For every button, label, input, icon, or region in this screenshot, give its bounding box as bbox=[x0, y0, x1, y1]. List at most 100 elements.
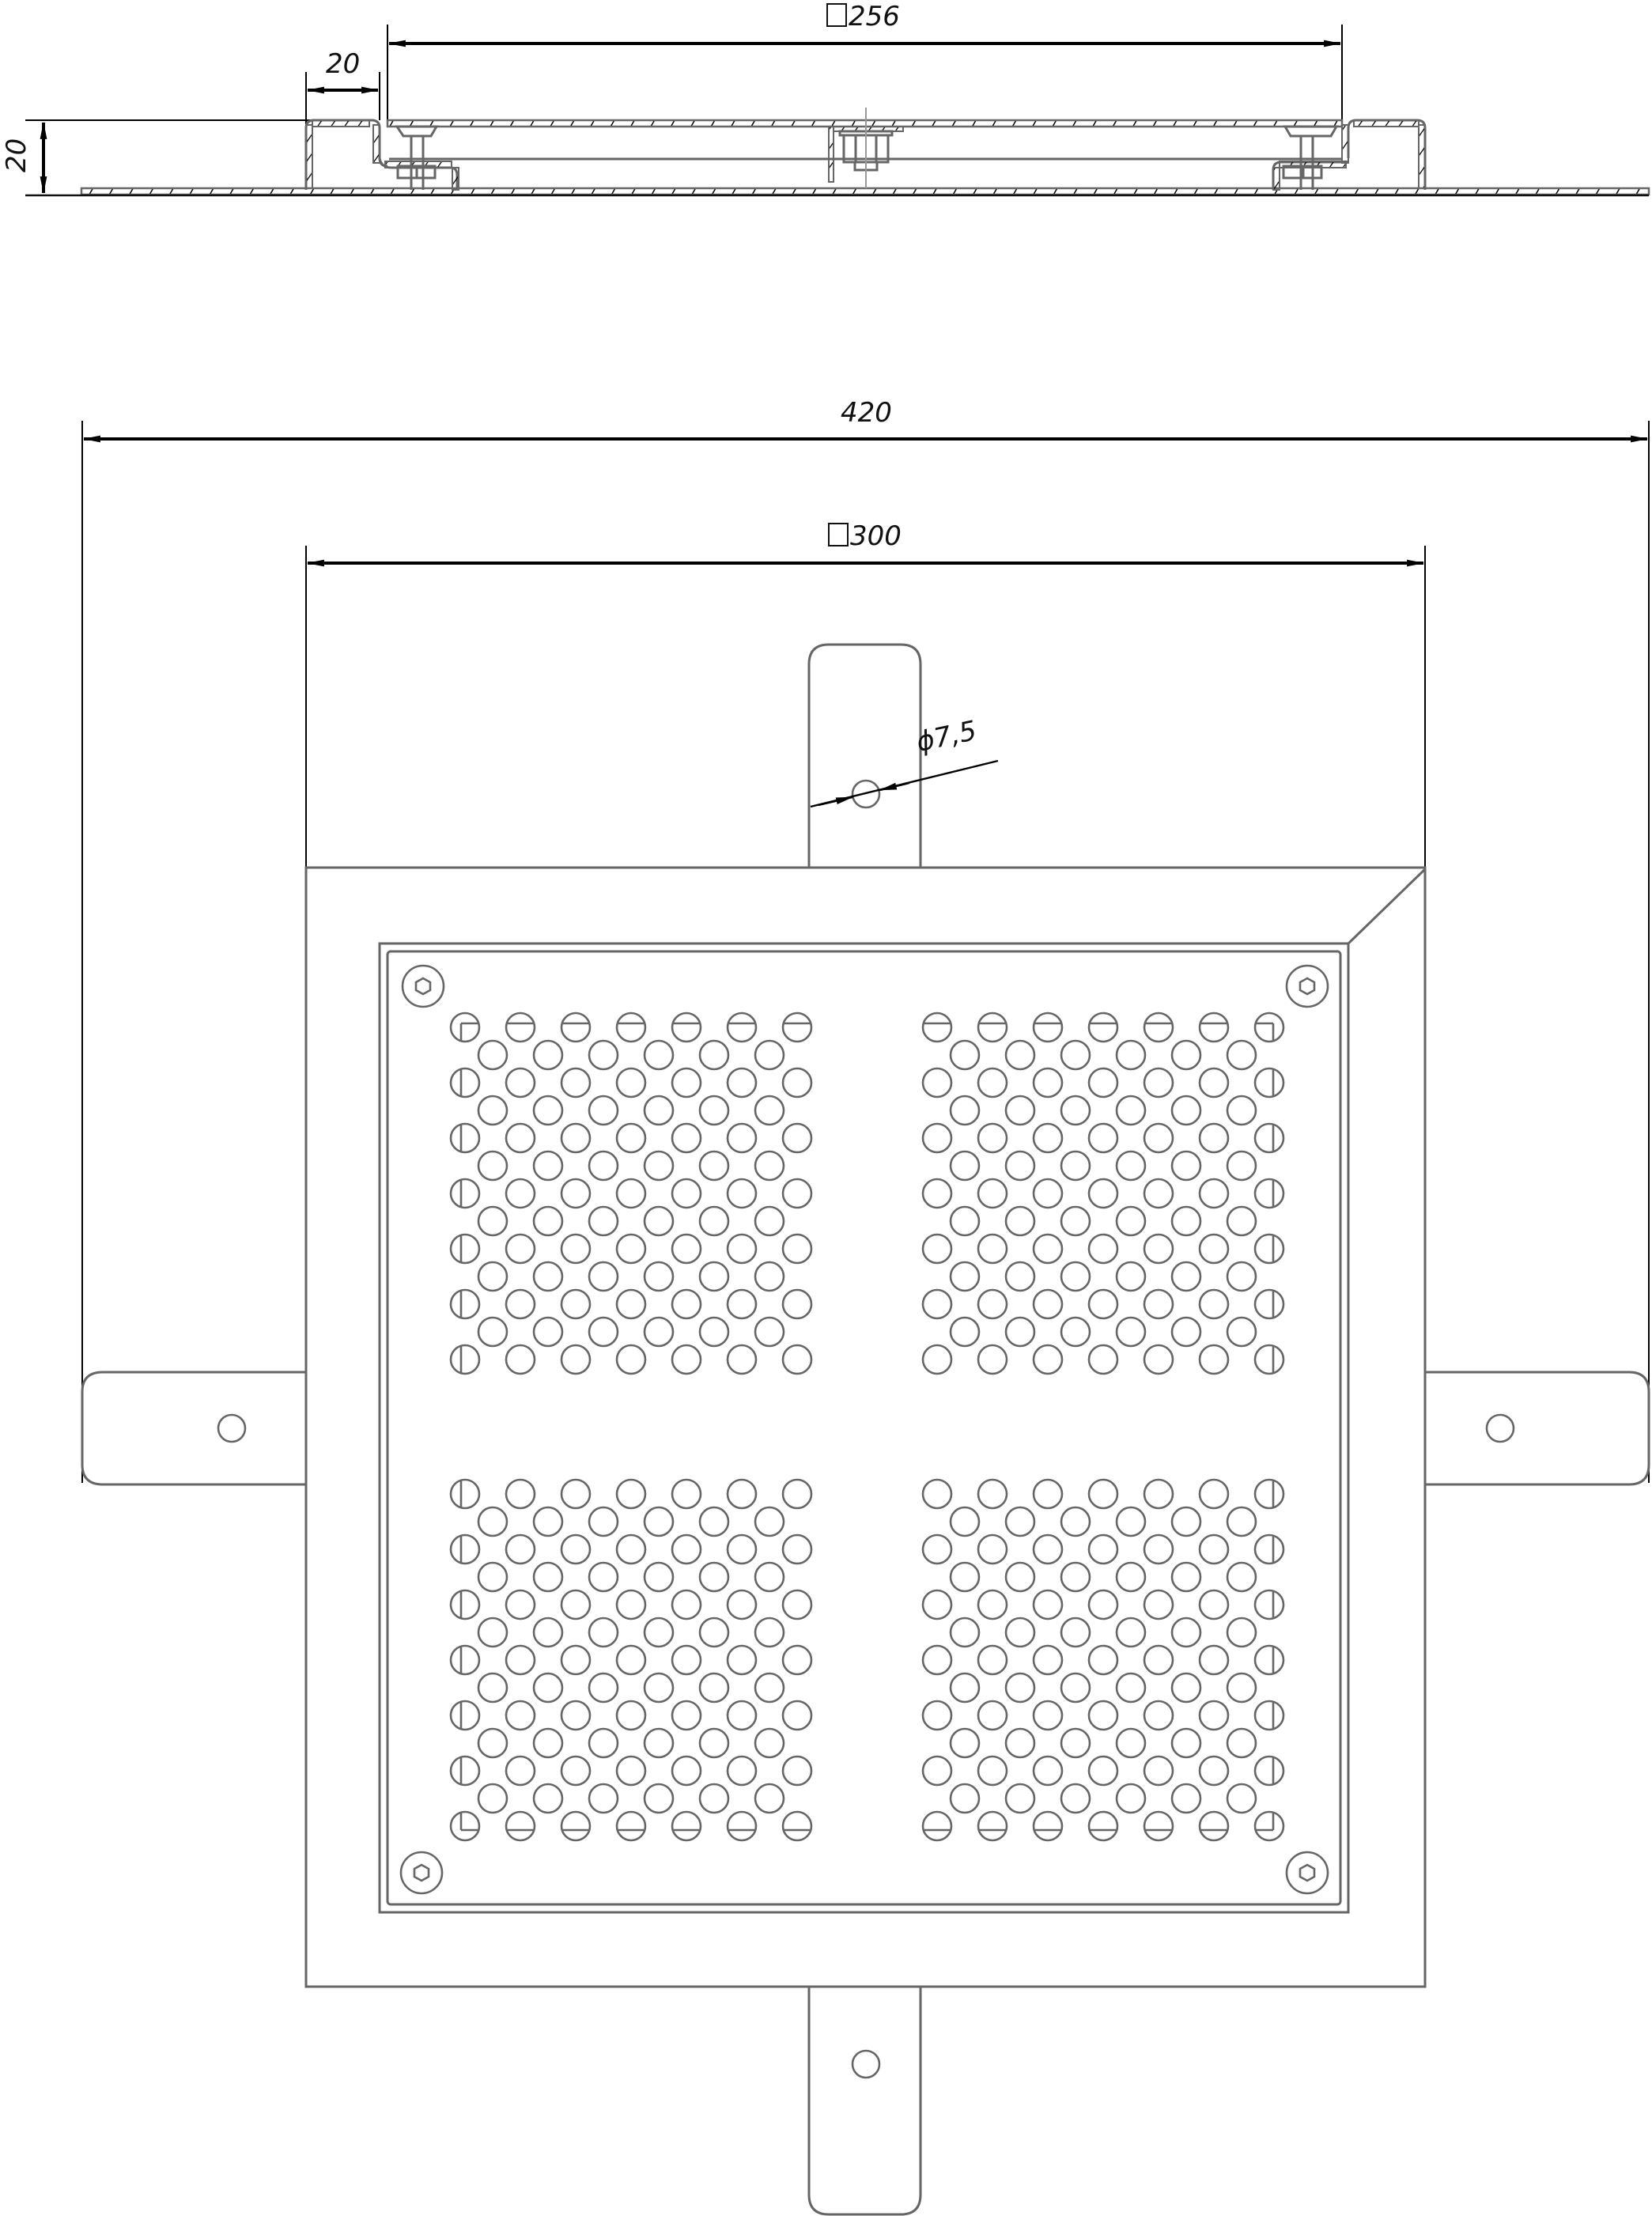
perforation-hole bbox=[698, 1672, 730, 1704]
perforation-hole bbox=[615, 1478, 647, 1510]
perforation-hole bbox=[1060, 1205, 1091, 1237]
perforation-hole bbox=[1032, 1810, 1064, 1842]
right-frame-section bbox=[1272, 119, 1427, 191]
perforation-hole bbox=[560, 1344, 592, 1375]
perforation-hole bbox=[1198, 1178, 1230, 1209]
square-symbol-icon bbox=[826, 3, 847, 27]
perforation-hole bbox=[1226, 1095, 1257, 1126]
perforation-pattern bbox=[449, 1012, 1285, 1842]
perforation-hole bbox=[726, 1012, 758, 1043]
perforation-hole bbox=[921, 1644, 953, 1676]
perforation-hole bbox=[1198, 1012, 1230, 1043]
perforation-hole bbox=[1115, 1261, 1147, 1292]
perforation-hole bbox=[1087, 1288, 1119, 1320]
perforation-hole bbox=[505, 1344, 536, 1375]
perforation-hole bbox=[977, 1589, 1008, 1620]
perforation-hole bbox=[726, 1644, 758, 1676]
perforation-hole bbox=[977, 1233, 1008, 1265]
perforation-hole bbox=[977, 1288, 1008, 1320]
perforation-hole bbox=[1032, 1122, 1064, 1154]
perforation-hole bbox=[449, 1122, 481, 1154]
perforation-hole bbox=[1032, 1178, 1064, 1209]
perforation-hole bbox=[921, 1288, 953, 1320]
perforation-hole bbox=[1198, 1344, 1230, 1375]
plan-view bbox=[81, 421, 1650, 2216]
perforation-hole bbox=[949, 1783, 981, 1814]
perforation-hole bbox=[532, 1316, 564, 1348]
perforation-hole bbox=[615, 1810, 647, 1842]
perforation-hole bbox=[1226, 1039, 1257, 1071]
perforation-hole bbox=[505, 1178, 536, 1209]
perforation-hole bbox=[1032, 1644, 1064, 1676]
top-tab-hole bbox=[851, 779, 881, 809]
perforation-hole bbox=[615, 1012, 647, 1043]
perforation-hole bbox=[505, 1644, 536, 1676]
screw-top-right bbox=[1285, 964, 1329, 1008]
perforation-hole bbox=[671, 1178, 702, 1209]
perforation-hole bbox=[643, 1039, 675, 1071]
perforation-hole bbox=[977, 1012, 1008, 1043]
perforation-hole bbox=[1087, 1589, 1119, 1620]
perforation-hole bbox=[1198, 1644, 1230, 1676]
perforation-hole bbox=[698, 1561, 730, 1593]
perforation-hole bbox=[671, 1122, 702, 1154]
perforation-hole bbox=[1087, 1533, 1119, 1565]
perforation-hole bbox=[1032, 1589, 1064, 1620]
perforation-hole bbox=[588, 1316, 619, 1348]
perforation-hole bbox=[949, 1039, 981, 1071]
perforation-hole bbox=[560, 1589, 592, 1620]
perforation-hole bbox=[977, 1644, 1008, 1676]
label-overall-420: 420 bbox=[841, 397, 892, 429]
perforation-hole bbox=[1198, 1755, 1230, 1787]
perforation-hole bbox=[1087, 1478, 1119, 1510]
perforation-hole bbox=[1004, 1617, 1036, 1648]
perforation-hole bbox=[949, 1561, 981, 1593]
perforation-hole bbox=[949, 1261, 981, 1292]
perforation-hole bbox=[1032, 1700, 1064, 1731]
perforation-hole bbox=[1060, 1727, 1091, 1759]
perforation-hole bbox=[1032, 1067, 1064, 1099]
left-screw-section bbox=[395, 125, 439, 190]
perforation-hole bbox=[754, 1672, 785, 1704]
perforation-hole bbox=[781, 1700, 813, 1731]
perforation-hole bbox=[1198, 1067, 1230, 1099]
perforation-hole bbox=[477, 1039, 508, 1071]
perforation-hole bbox=[505, 1233, 536, 1265]
perforation-hole bbox=[1115, 1617, 1147, 1648]
perforation-hole bbox=[643, 1261, 675, 1292]
perforation-hole bbox=[1198, 1810, 1230, 1842]
perforation-hole bbox=[477, 1561, 508, 1593]
perforation-hole bbox=[949, 1506, 981, 1537]
perforation-hole bbox=[1170, 1506, 1202, 1537]
perforation-hole bbox=[505, 1810, 536, 1842]
perforation-hole bbox=[615, 1589, 647, 1620]
perforation-hole bbox=[1170, 1617, 1202, 1648]
perforation-hole bbox=[1115, 1506, 1147, 1537]
perforation-hole bbox=[1115, 1316, 1147, 1348]
perforation-hole bbox=[1143, 1012, 1174, 1043]
dim-height-20 bbox=[25, 119, 316, 196]
perforation-hole bbox=[1143, 1178, 1174, 1209]
perforation-hole bbox=[1226, 1150, 1257, 1182]
perforation-hole bbox=[977, 1067, 1008, 1099]
perforation-hole bbox=[1087, 1644, 1119, 1676]
perforation-hole bbox=[560, 1288, 592, 1320]
perforation-hole bbox=[449, 1288, 481, 1320]
perforation-hole bbox=[1198, 1700, 1230, 1731]
perforation-hole bbox=[449, 1344, 481, 1375]
perforation-hole bbox=[532, 1150, 564, 1182]
perforation-hole bbox=[1253, 1178, 1285, 1209]
perforation-hole bbox=[1060, 1261, 1091, 1292]
corner-bevel bbox=[1347, 868, 1427, 945]
perforation-hole bbox=[588, 1561, 619, 1593]
perforation-hole bbox=[643, 1783, 675, 1814]
square-symbol-icon bbox=[828, 523, 849, 546]
perforation-hole bbox=[1170, 1672, 1202, 1704]
perforation-hole bbox=[1087, 1178, 1119, 1209]
perforation-hole bbox=[1115, 1561, 1147, 1593]
perforation-hole bbox=[588, 1261, 619, 1292]
perforation-hole bbox=[1170, 1261, 1202, 1292]
perforation-hole bbox=[505, 1478, 536, 1510]
perforation-hole bbox=[754, 1561, 785, 1593]
perforation-hole bbox=[477, 1672, 508, 1704]
